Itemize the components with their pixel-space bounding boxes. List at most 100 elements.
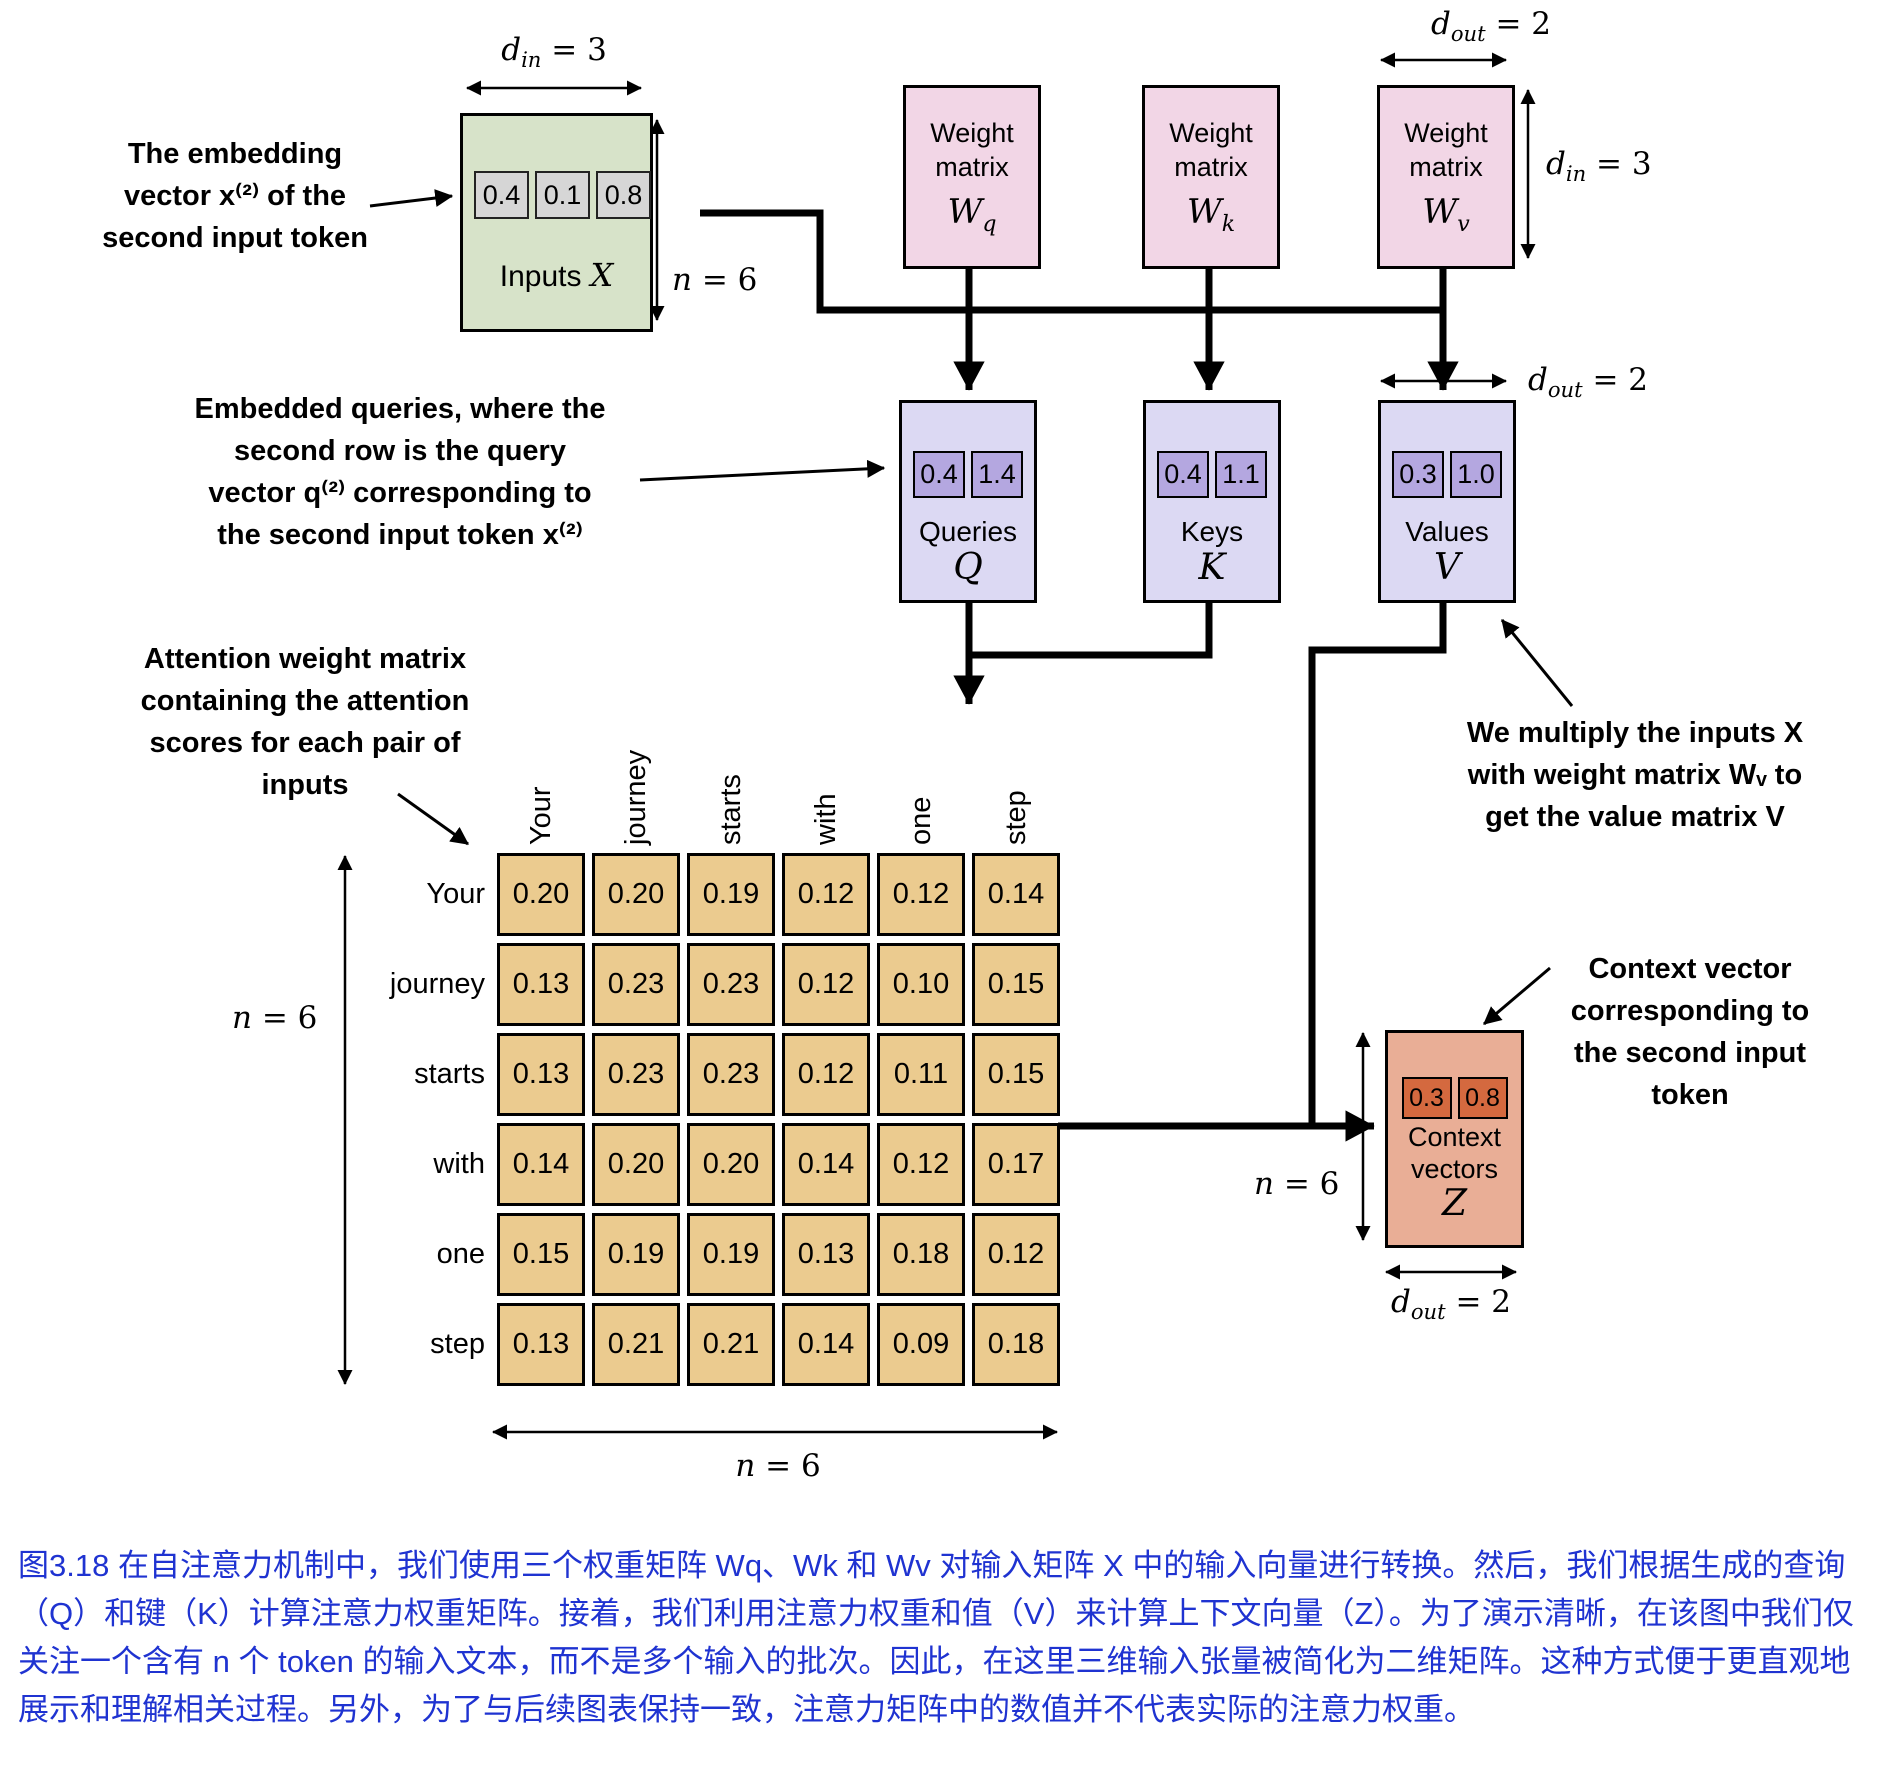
weight-matrix-label: Weight matrix [1169, 117, 1253, 182]
attention-cell: 0.12 [877, 853, 965, 936]
keys-symbol: K [1198, 547, 1226, 588]
attention-row-header: one [436, 1238, 485, 1270]
annotation-arrow-queries [639, 459, 886, 482]
queries-symbol: Q [953, 547, 983, 588]
attention-cell: 0.14 [972, 853, 1060, 936]
attention-cell: 0.23 [592, 943, 680, 1026]
attention-cell: 0.13 [497, 1303, 585, 1386]
attention-row-header: starts [414, 1058, 485, 1090]
flow-keys-to-attention-elbow [972, 599, 1213, 659]
attention-row-header: journey [389, 968, 485, 1000]
attention-cell: 0.12 [972, 1213, 1060, 1296]
attention-col-header: one [905, 796, 937, 845]
attention-cell: 0.23 [592, 1033, 680, 1116]
inputs-symbol: X [590, 256, 614, 294]
attention-cell: 0.18 [972, 1303, 1060, 1386]
n-label-matrix-left: n = 6 [232, 1000, 318, 1036]
value-cell: 1.0 [1450, 451, 1502, 498]
key-cell: 1.1 [1215, 451, 1267, 498]
attention-cell: 0.14 [497, 1123, 585, 1206]
context-cell: 0.8 [1457, 1077, 1508, 1119]
attention-cell: 0.15 [497, 1213, 585, 1296]
annotation-value-matrix: We multiply the inputs X with weight mat… [1466, 717, 1804, 834]
context-cell: 0.3 [1401, 1077, 1452, 1119]
attention-cell: 0.20 [592, 853, 680, 936]
dout-label-wv: dout = 2 [1430, 6, 1551, 47]
weight-matrix-wq: Weight matrix Wq [903, 85, 1041, 269]
attention-cell: 0.19 [687, 853, 775, 936]
attention-weight-matrix: 0.20 0.20 0.19 0.12 0.12 0.14 0.13 0.23 … [497, 853, 1060, 1386]
context-vector-row: 0.3 0.8 [1401, 1077, 1508, 1119]
attention-cell: 0.23 [687, 1033, 775, 1116]
attention-cell: 0.17 [972, 1123, 1060, 1206]
attention-col-header: starts [715, 774, 747, 845]
attention-row-header: with [433, 1148, 485, 1180]
din-label-inputs: din = 3 [501, 32, 607, 73]
flow-inputs-to-weights [700, 209, 1443, 314]
attention-cell: 0.18 [877, 1213, 965, 1296]
dout-label-context: dout = 2 [1390, 1284, 1511, 1325]
queries-matrix: 0.4 1.4 Queries Q [899, 400, 1037, 603]
attention-cell: 0.12 [877, 1123, 965, 1206]
attention-row-header: Your [426, 878, 485, 910]
values-symbol: V [1434, 547, 1460, 588]
context-vectors-symbol: Z [1441, 1183, 1467, 1224]
weight-matrix-wk: Weight matrix Wk [1142, 85, 1280, 269]
attention-cell: 0.13 [497, 943, 585, 1026]
attention-cell: 0.12 [782, 853, 870, 936]
key-cell: 0.4 [1157, 451, 1209, 498]
value-vector-row: 0.3 1.0 [1392, 451, 1502, 498]
attention-cell: 0.15 [972, 943, 1060, 1026]
attention-cell: 0.20 [592, 1123, 680, 1206]
attention-cell: 0.15 [972, 1033, 1060, 1116]
attention-col-header: with [810, 793, 842, 845]
attention-cell: 0.09 [877, 1303, 965, 1386]
annotation-arrow-values [1500, 619, 1574, 707]
n-label-inputs: n = 6 [672, 262, 758, 298]
din-label-wv: din = 3 [1546, 146, 1652, 187]
attention-col-header: Your [525, 786, 557, 845]
context-vectors-matrix: 0.3 0.8 Context vectors Z [1385, 1030, 1524, 1248]
attention-cell: 0.13 [782, 1213, 870, 1296]
keys-matrix: 0.4 1.1 Keys K [1143, 400, 1281, 603]
annotation-embedded-queries: Embedded queries, where the second row i… [194, 393, 606, 552]
weight-matrix-symbol-wv: Wv [1422, 192, 1470, 238]
attention-col-header: step [1000, 790, 1032, 845]
attention-cell: 0.14 [782, 1123, 870, 1206]
attention-cell: 0.12 [782, 943, 870, 1026]
dout-label-values: dout = 2 [1528, 362, 1649, 403]
attention-cell: 0.10 [877, 943, 965, 1026]
context-vectors-label: Context vectors [1407, 1122, 1502, 1185]
input-cell: 0.8 [596, 171, 651, 219]
attention-col-header: journey [620, 749, 652, 845]
attention-cell: 0.23 [687, 943, 775, 1026]
attention-cell: 0.21 [592, 1303, 680, 1386]
input-cell: 0.4 [474, 171, 529, 219]
figure-caption: 图3.18 在自注意力机制中，我们使用三个权重矩阵 Wq、Wk 和 Wv 对输入… [18, 1548, 1854, 1728]
attention-cell: 0.14 [782, 1303, 870, 1386]
attention-cell: 0.19 [592, 1213, 680, 1296]
input-embedding-row: 0.4 0.1 0.8 [474, 171, 651, 219]
weight-matrix-symbol-wq: Wq [947, 192, 997, 238]
query-cell: 0.4 [913, 451, 965, 498]
n-label-context: n = 6 [1254, 1166, 1340, 1202]
attention-cell: 0.19 [687, 1213, 775, 1296]
query-vector-row: 0.4 1.4 [913, 451, 1023, 498]
weight-matrix-label: Weight matrix [1404, 117, 1488, 182]
keys-label: Keys [1180, 516, 1244, 547]
weight-matrix-wv: Weight matrix Wv [1377, 85, 1515, 269]
attention-cell: 0.13 [497, 1033, 585, 1116]
annotation-attention-matrix: Attention weight matrix containing the a… [140, 643, 470, 802]
queries-label: Queries [918, 516, 1018, 547]
input-cell: 0.1 [535, 171, 590, 219]
n-label-matrix-bottom: n = 6 [735, 1448, 821, 1484]
attention-cell: 0.20 [687, 1123, 775, 1206]
weight-matrix-symbol-wk: Wk [1186, 192, 1236, 238]
attention-cell: 0.21 [687, 1303, 775, 1386]
query-cell: 1.4 [971, 451, 1023, 498]
weight-matrix-label: Weight matrix [930, 117, 1014, 182]
values-label: Values [1405, 516, 1489, 547]
value-cell: 0.3 [1392, 451, 1444, 498]
